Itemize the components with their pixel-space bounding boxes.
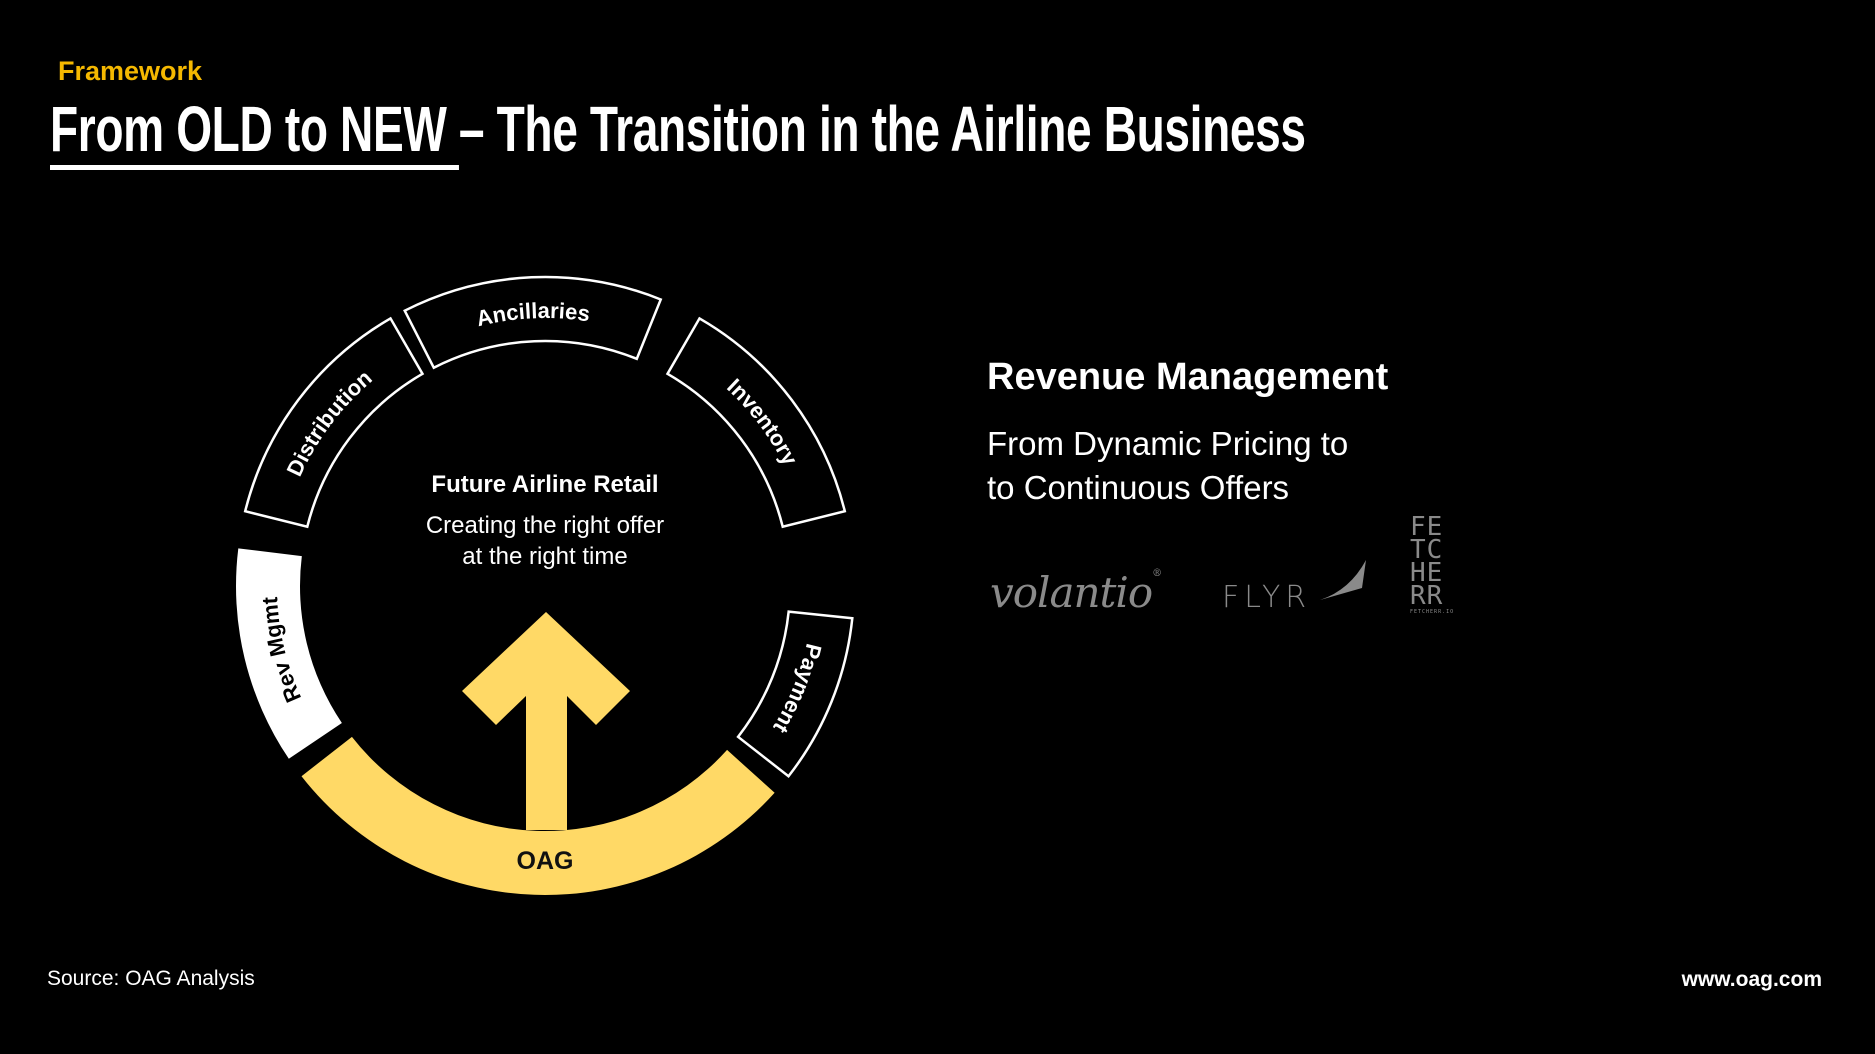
segment-distribution	[243, 316, 425, 529]
title-underlined: From OLD to NEW	[50, 93, 459, 170]
segment-payment	[736, 610, 854, 778]
segment-inventory	[665, 316, 847, 529]
volantio-logo: volantio®	[990, 568, 1162, 617]
website-link[interactable]: www.oag.com	[1681, 968, 1822, 991]
panel-subtitle-line-1: From Dynamic Pricing to	[987, 425, 1349, 462]
center-line-1: Creating the right offer	[426, 512, 664, 539]
page-title: From OLD to NEW – The Transition in the …	[50, 92, 1306, 170]
panel-title: Revenue Management	[987, 356, 1389, 398]
center-title: Future Airline Retail	[431, 471, 658, 498]
segment-oag	[301, 736, 775, 895]
panel-subtitle-line-2: to Continuous Offers	[987, 469, 1290, 506]
flyr-fin-icon	[1320, 560, 1366, 600]
panel-subtitle: From Dynamic Pricing to to Continuous Of…	[987, 422, 1348, 510]
source-note: Source: OAG Analysis	[47, 967, 255, 990]
fetcherr-logo: FE TC HE RR FETCHERR.IO	[1410, 512, 1455, 615]
segment-rev-mgmt	[236, 548, 342, 759]
title-rest: – The Transition in the Airline Business	[458, 93, 1306, 165]
up-arrow	[462, 612, 630, 830]
segment-label-payment: Payment	[768, 641, 826, 738]
flyr-logo: FLYR	[1222, 560, 1366, 615]
section-kicker: Framework	[58, 56, 203, 86]
segment-label-ancillaries: Ancillaries	[474, 298, 592, 331]
segment-ancillaries	[403, 275, 663, 370]
segment-label-oag: OAG	[517, 847, 574, 875]
center-line-2: at the right time	[462, 543, 627, 570]
segment-label-inventory: Inventory	[722, 373, 803, 469]
